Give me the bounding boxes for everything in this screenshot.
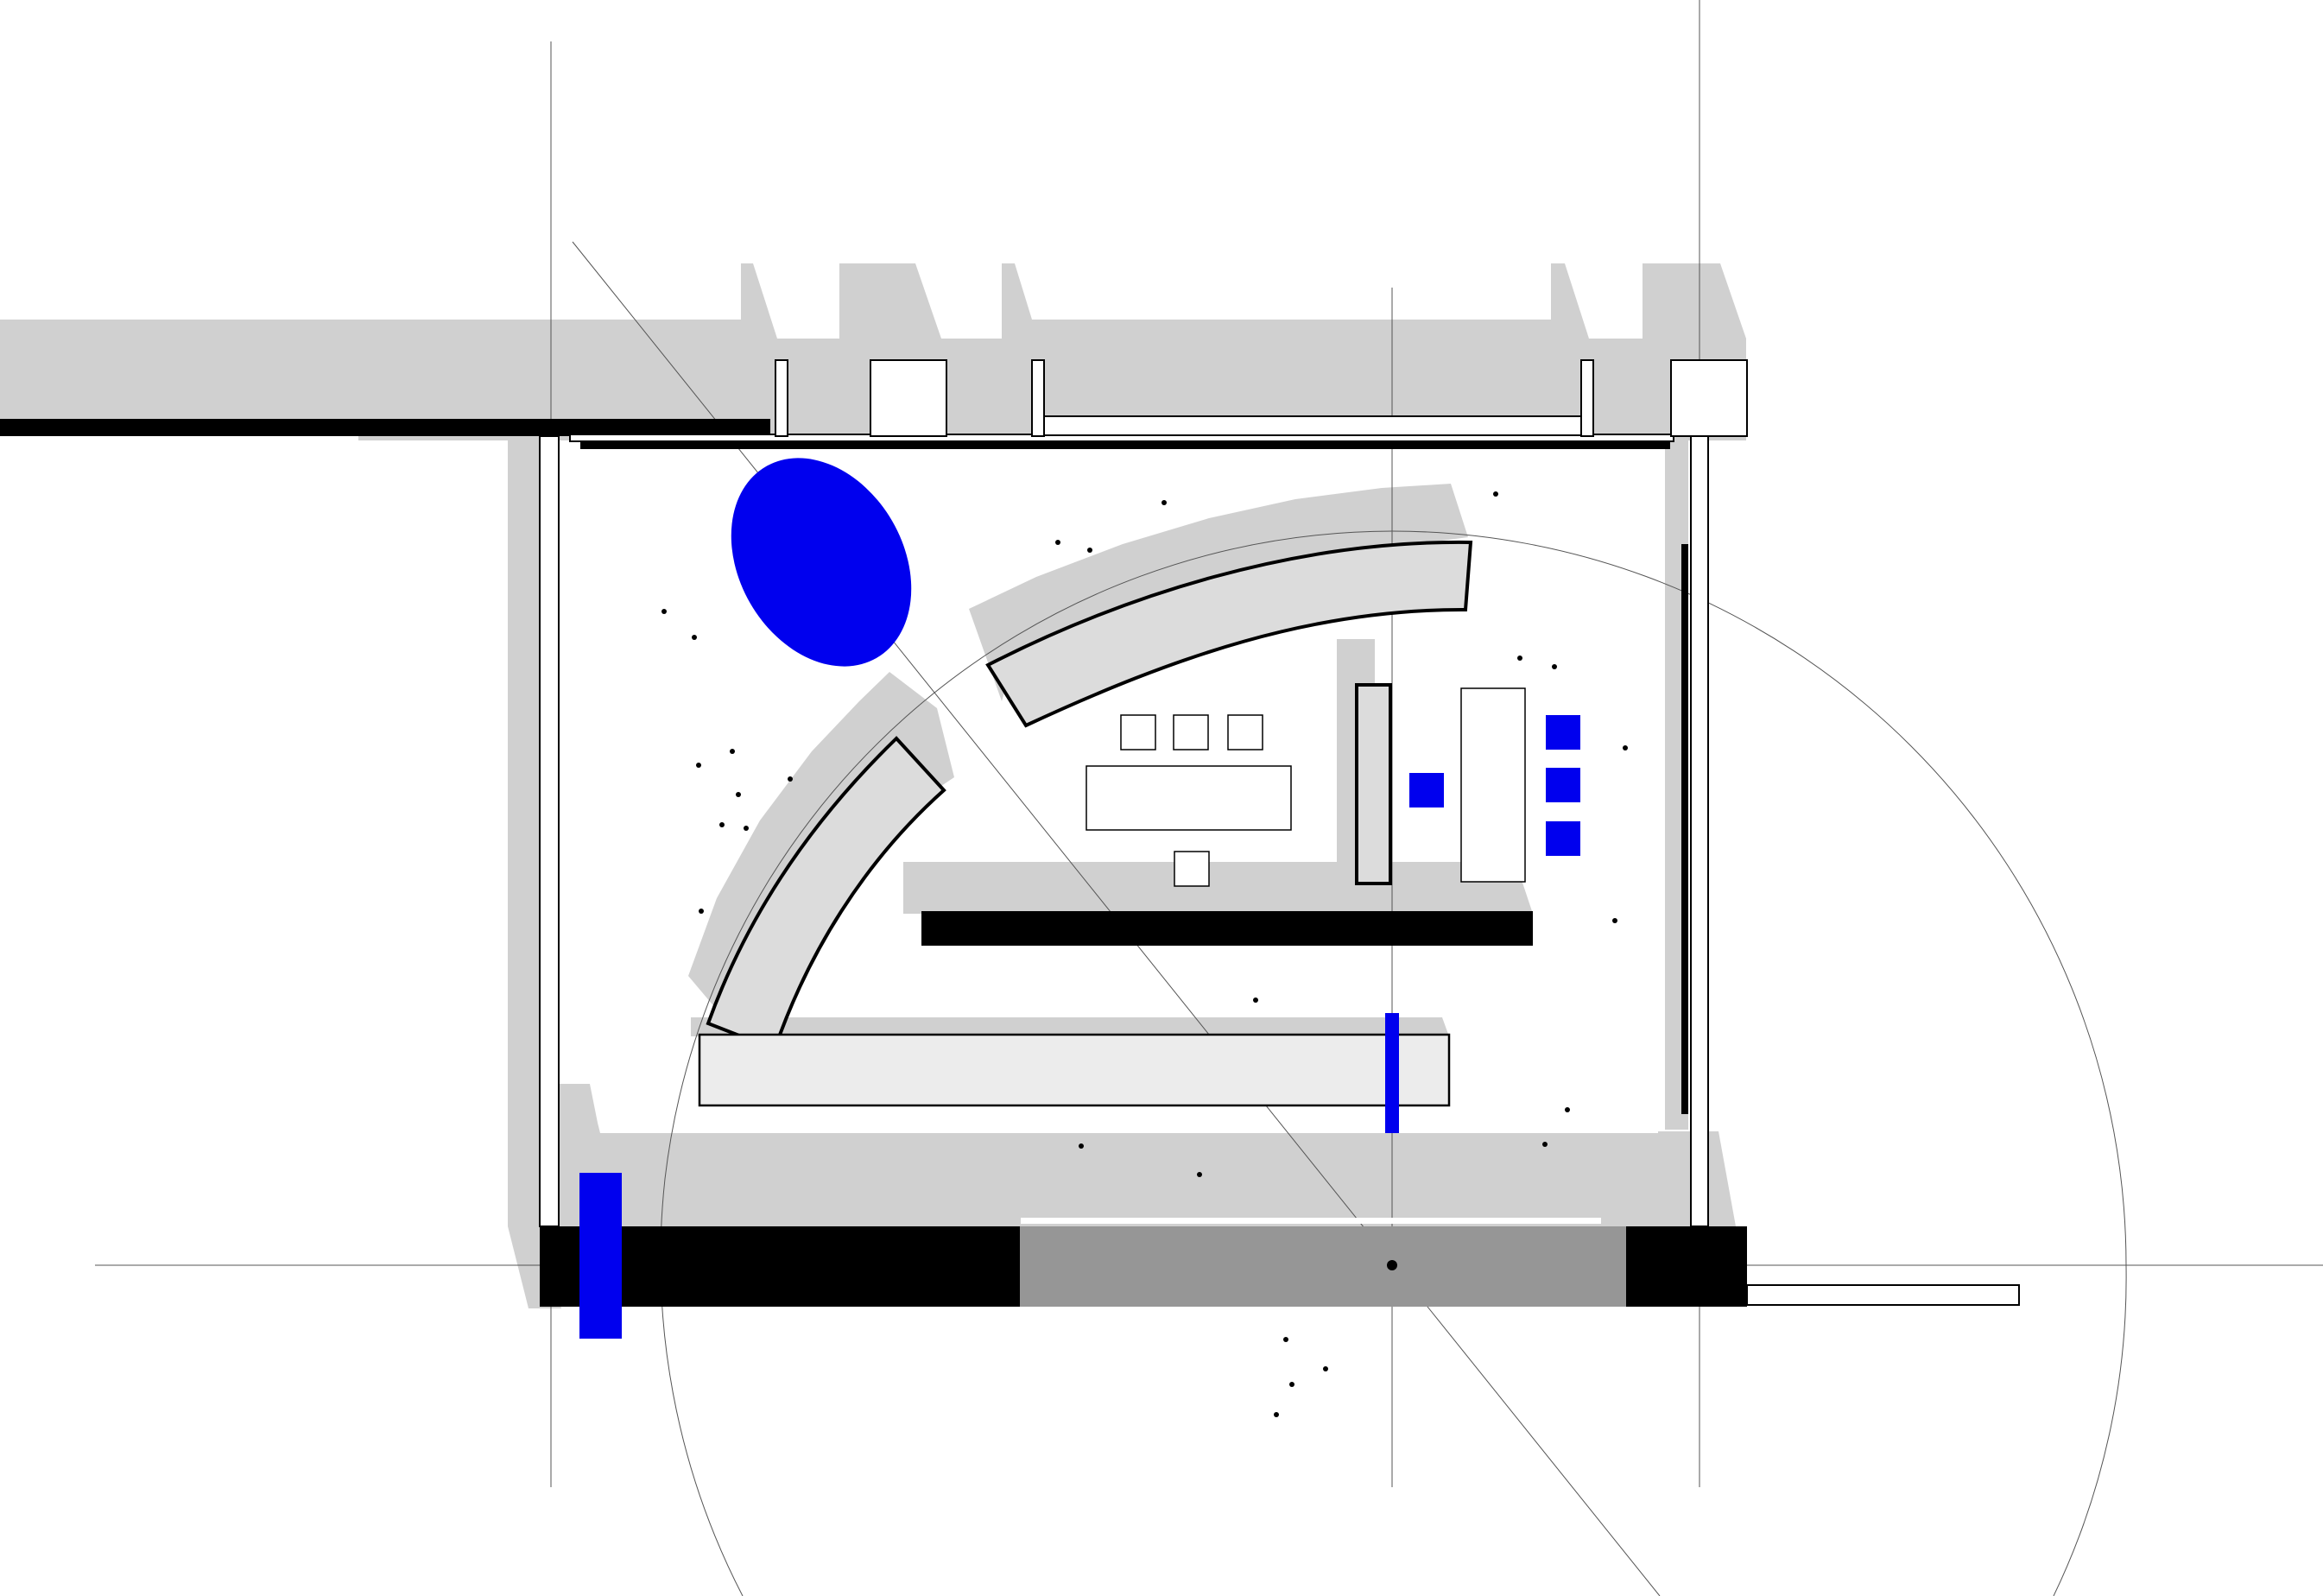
pillar-3 bbox=[1031, 359, 1045, 437]
compass-arc bbox=[660, 530, 2127, 1596]
bottom-right-extension bbox=[1746, 1284, 2020, 1306]
center-console-shadow bbox=[903, 862, 1533, 914]
dot bbox=[1612, 918, 1617, 923]
stool-2 bbox=[1173, 714, 1209, 750]
blue-square-center bbox=[1409, 773, 1444, 808]
stool-1 bbox=[1120, 714, 1156, 750]
blue-square-2 bbox=[1546, 768, 1580, 802]
long-bench-shadow bbox=[691, 1017, 1449, 1036]
pillar-4 bbox=[1580, 359, 1594, 437]
top-wall-inner bbox=[580, 440, 1670, 449]
dot bbox=[1323, 1366, 1328, 1371]
bottom-wall-right bbox=[1626, 1226, 1747, 1307]
dot bbox=[699, 909, 704, 914]
dot bbox=[744, 826, 749, 831]
top-arc-bench-shadow bbox=[969, 484, 1468, 701]
dot bbox=[730, 749, 735, 754]
pillar-1 bbox=[775, 359, 788, 437]
dot bbox=[1079, 1143, 1084, 1149]
dot bbox=[1552, 664, 1557, 669]
top-left-wing-shadow bbox=[0, 320, 358, 421]
dot bbox=[1253, 998, 1258, 1003]
dot bbox=[1162, 500, 1167, 505]
dot bbox=[1493, 491, 1498, 497]
blue-square-3 bbox=[1546, 821, 1580, 856]
axis-center-point bbox=[1387, 1260, 1397, 1270]
dot bbox=[788, 776, 793, 782]
left-wing-wall bbox=[0, 419, 770, 436]
dot bbox=[1087, 548, 1092, 553]
dot bbox=[736, 792, 741, 797]
right-wall-dashes bbox=[1681, 544, 1688, 1114]
dot bbox=[1565, 1107, 1570, 1112]
dot bbox=[1197, 1172, 1202, 1177]
blue-ellipse bbox=[731, 458, 912, 667]
bottom-floor-band bbox=[1020, 1226, 1626, 1307]
dot bbox=[1542, 1142, 1548, 1147]
tall-cabinet bbox=[1460, 687, 1526, 883]
top-arc-bench bbox=[985, 540, 1473, 728]
left-wall-shadow bbox=[508, 432, 561, 1308]
dot bbox=[1289, 1382, 1294, 1387]
stool-3 bbox=[1227, 714, 1263, 750]
table-large bbox=[1086, 765, 1292, 831]
scatter-dots bbox=[661, 491, 1628, 1417]
top-wall-shadow bbox=[358, 263, 1746, 440]
central-console bbox=[921, 911, 1533, 946]
long-bench bbox=[698, 1033, 1451, 1107]
dot bbox=[696, 763, 701, 768]
dot bbox=[661, 609, 667, 614]
dot bbox=[719, 822, 725, 827]
shadow-layer bbox=[0, 263, 1746, 1308]
bottom-light-line bbox=[1021, 1218, 1601, 1224]
blue-column-block bbox=[579, 1173, 622, 1339]
pillar-5 bbox=[1670, 359, 1748, 437]
dot bbox=[1517, 656, 1522, 661]
top-window-strip bbox=[1043, 415, 1582, 436]
left-wall bbox=[539, 435, 560, 1227]
blue-square-1 bbox=[1546, 715, 1580, 750]
stool-4 bbox=[1174, 851, 1210, 887]
right-wall bbox=[1690, 435, 1709, 1227]
dot bbox=[1283, 1337, 1288, 1342]
dot bbox=[692, 635, 697, 640]
blue-vertical-bar bbox=[1385, 1013, 1399, 1133]
pillar-2 bbox=[870, 359, 947, 437]
vertical-display bbox=[1355, 683, 1392, 885]
dot bbox=[1274, 1412, 1279, 1417]
dot bbox=[1055, 540, 1060, 545]
bottom-band-shadow bbox=[557, 1084, 1736, 1226]
dot bbox=[1623, 745, 1628, 750]
blue-accents bbox=[579, 458, 1580, 1339]
furniture bbox=[698, 540, 1533, 1107]
